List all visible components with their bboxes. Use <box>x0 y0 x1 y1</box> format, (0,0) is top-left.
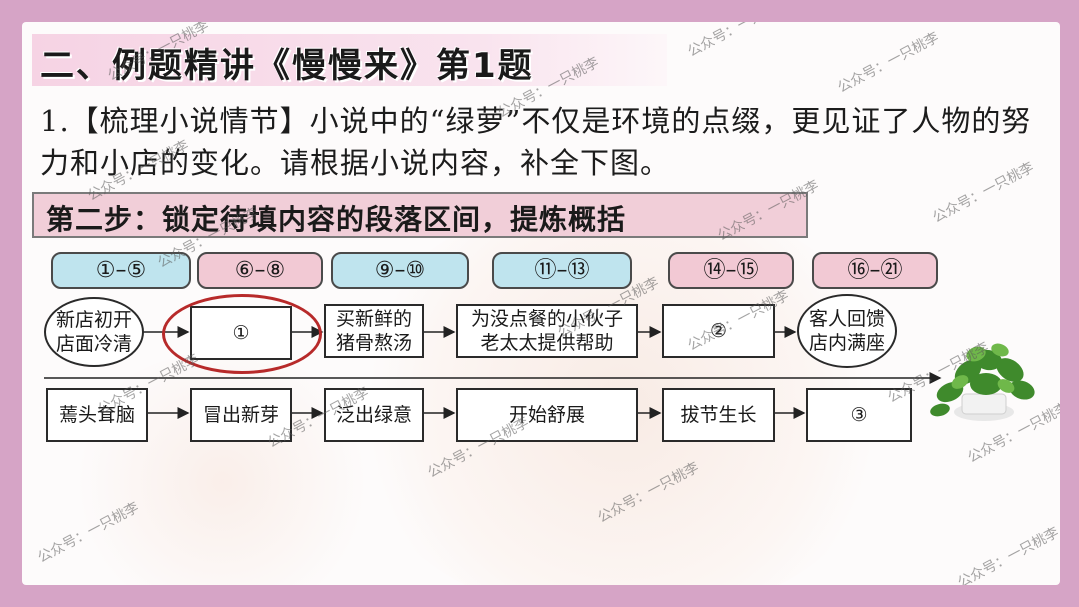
story-blank-2: ② <box>662 304 775 358</box>
flow-arrows <box>44 326 942 419</box>
range-pill-3: ⑨–⑩ <box>331 252 469 289</box>
plant-blank-3: ③ <box>806 388 912 442</box>
highlight-circle <box>162 294 322 374</box>
question-text: 1.【梳理小说情节】小说中的“绿萝”不仅是环境的点缀，更见证了人物的努力和小店的… <box>40 104 1032 180</box>
plant-step-3: 泛出绿意 <box>324 388 424 442</box>
plant-step-4: 开始舒展 <box>456 388 638 442</box>
story-step-3: 买新鲜的 猪骨熬汤 <box>324 304 424 358</box>
pothos-plant-icon <box>930 343 1035 421</box>
plant-step-2: 冒出新芽 <box>190 388 292 442</box>
slide-title: 二、例题精讲《慢慢来》第1题 <box>40 46 534 86</box>
slide: 二、例题精讲《慢慢来》第1题 1.【梳理小说情节】小说中的“绿萝”不仅是环境的点… <box>22 22 1060 585</box>
step-banner: 第二步：锁定待填内容的段落区间，提炼概括 <box>32 192 808 238</box>
story-start-oval: 新店初开 店面冷清 <box>44 297 144 367</box>
range-pill-1: ①–⑤ <box>51 252 191 289</box>
plant-step-5: 拔节生长 <box>662 388 775 442</box>
range-pill-4: ⑪–⑬ <box>492 252 632 289</box>
title-band <box>32 34 667 86</box>
range-pill-2: ⑥–⑧ <box>197 252 323 289</box>
plant-step-1: 蔫头耷脑 <box>46 388 148 442</box>
range-pill-5: ⑭–⑮ <box>668 252 794 289</box>
range-pill-6: ⑯–㉑ <box>812 252 938 289</box>
story-step-4: 为没点餐的小伙子 老太太提供帮助 <box>456 304 638 358</box>
step-text: 第二步：锁定待填内容的段落区间，提炼概括 <box>46 203 627 236</box>
story-end-oval: 客人回馈 店内满座 <box>797 294 897 368</box>
